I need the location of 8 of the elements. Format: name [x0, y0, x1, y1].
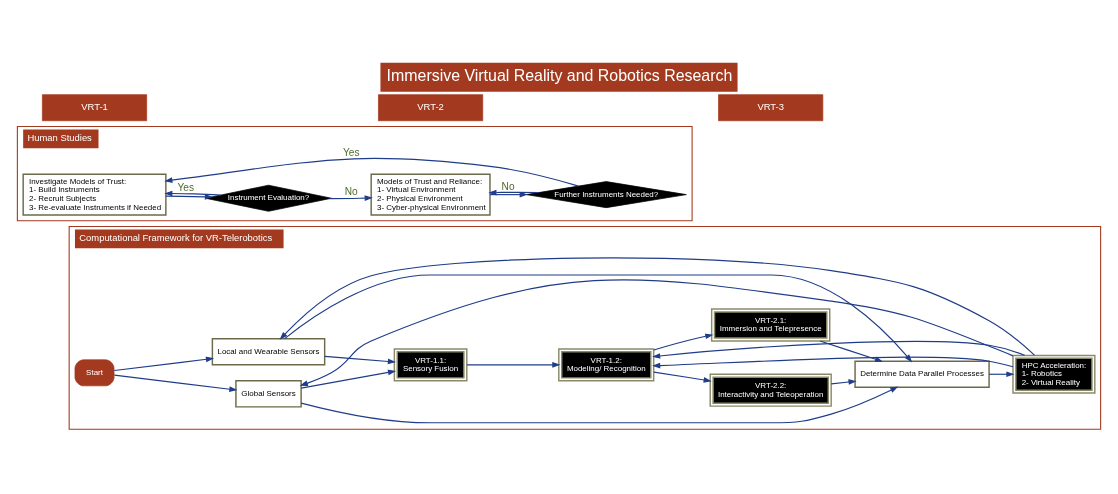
- edge-label: No: [501, 180, 515, 192]
- label: VRT-1: [81, 100, 108, 112]
- label: VRT-2: [417, 100, 444, 112]
- edge-label: Yes: [343, 146, 360, 158]
- diagram-title: Immersive Virtual Reality and Robotics Research: [386, 66, 733, 84]
- label: VRT-3: [757, 100, 784, 112]
- edge-label: Yes: [177, 181, 195, 193]
- edge-label: No: [344, 185, 358, 197]
